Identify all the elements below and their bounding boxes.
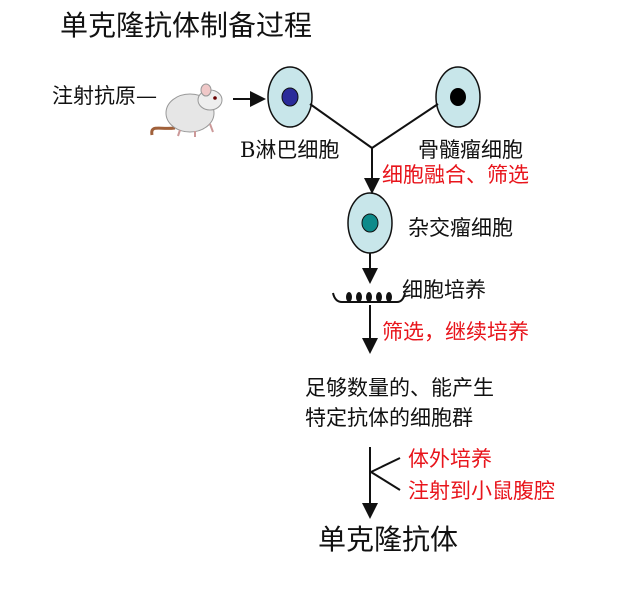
myeloma-cell [435,66,481,128]
branch-line [370,471,401,491]
result-label: 单克隆抗体 [318,523,459,556]
mouse-image [150,83,223,137]
branch-line [370,457,401,473]
page-title: 单克隆抗体制备过程 [60,9,313,42]
b-cell [267,66,313,128]
hybridoma-cell [347,192,393,254]
inject-antigen-label: 注射抗原— [52,84,157,108]
b-cell-label: B淋巴细胞 [240,138,340,162]
hybridoma-label: 杂交瘤细胞 [408,216,513,240]
myeloma-label: 骨髓瘤细胞 [418,138,523,162]
fusion-step-label: 细胞融合、筛选 [382,163,529,187]
in-vivo-label: 注射到小鼠腹腔 [408,479,555,503]
fusion-line [371,103,439,149]
cell-group-label-1: 足够数量的、能产生 [305,376,494,400]
in-vitro-label: 体外培养 [408,447,492,471]
fusion-line [309,103,373,149]
culture-label: 细胞培养 [402,278,486,302]
cell-group-label-2: 特定抗体的细胞群 [305,406,473,430]
screen-step-label: 筛选，继续培养 [382,320,529,344]
culture-dish [332,292,406,303]
